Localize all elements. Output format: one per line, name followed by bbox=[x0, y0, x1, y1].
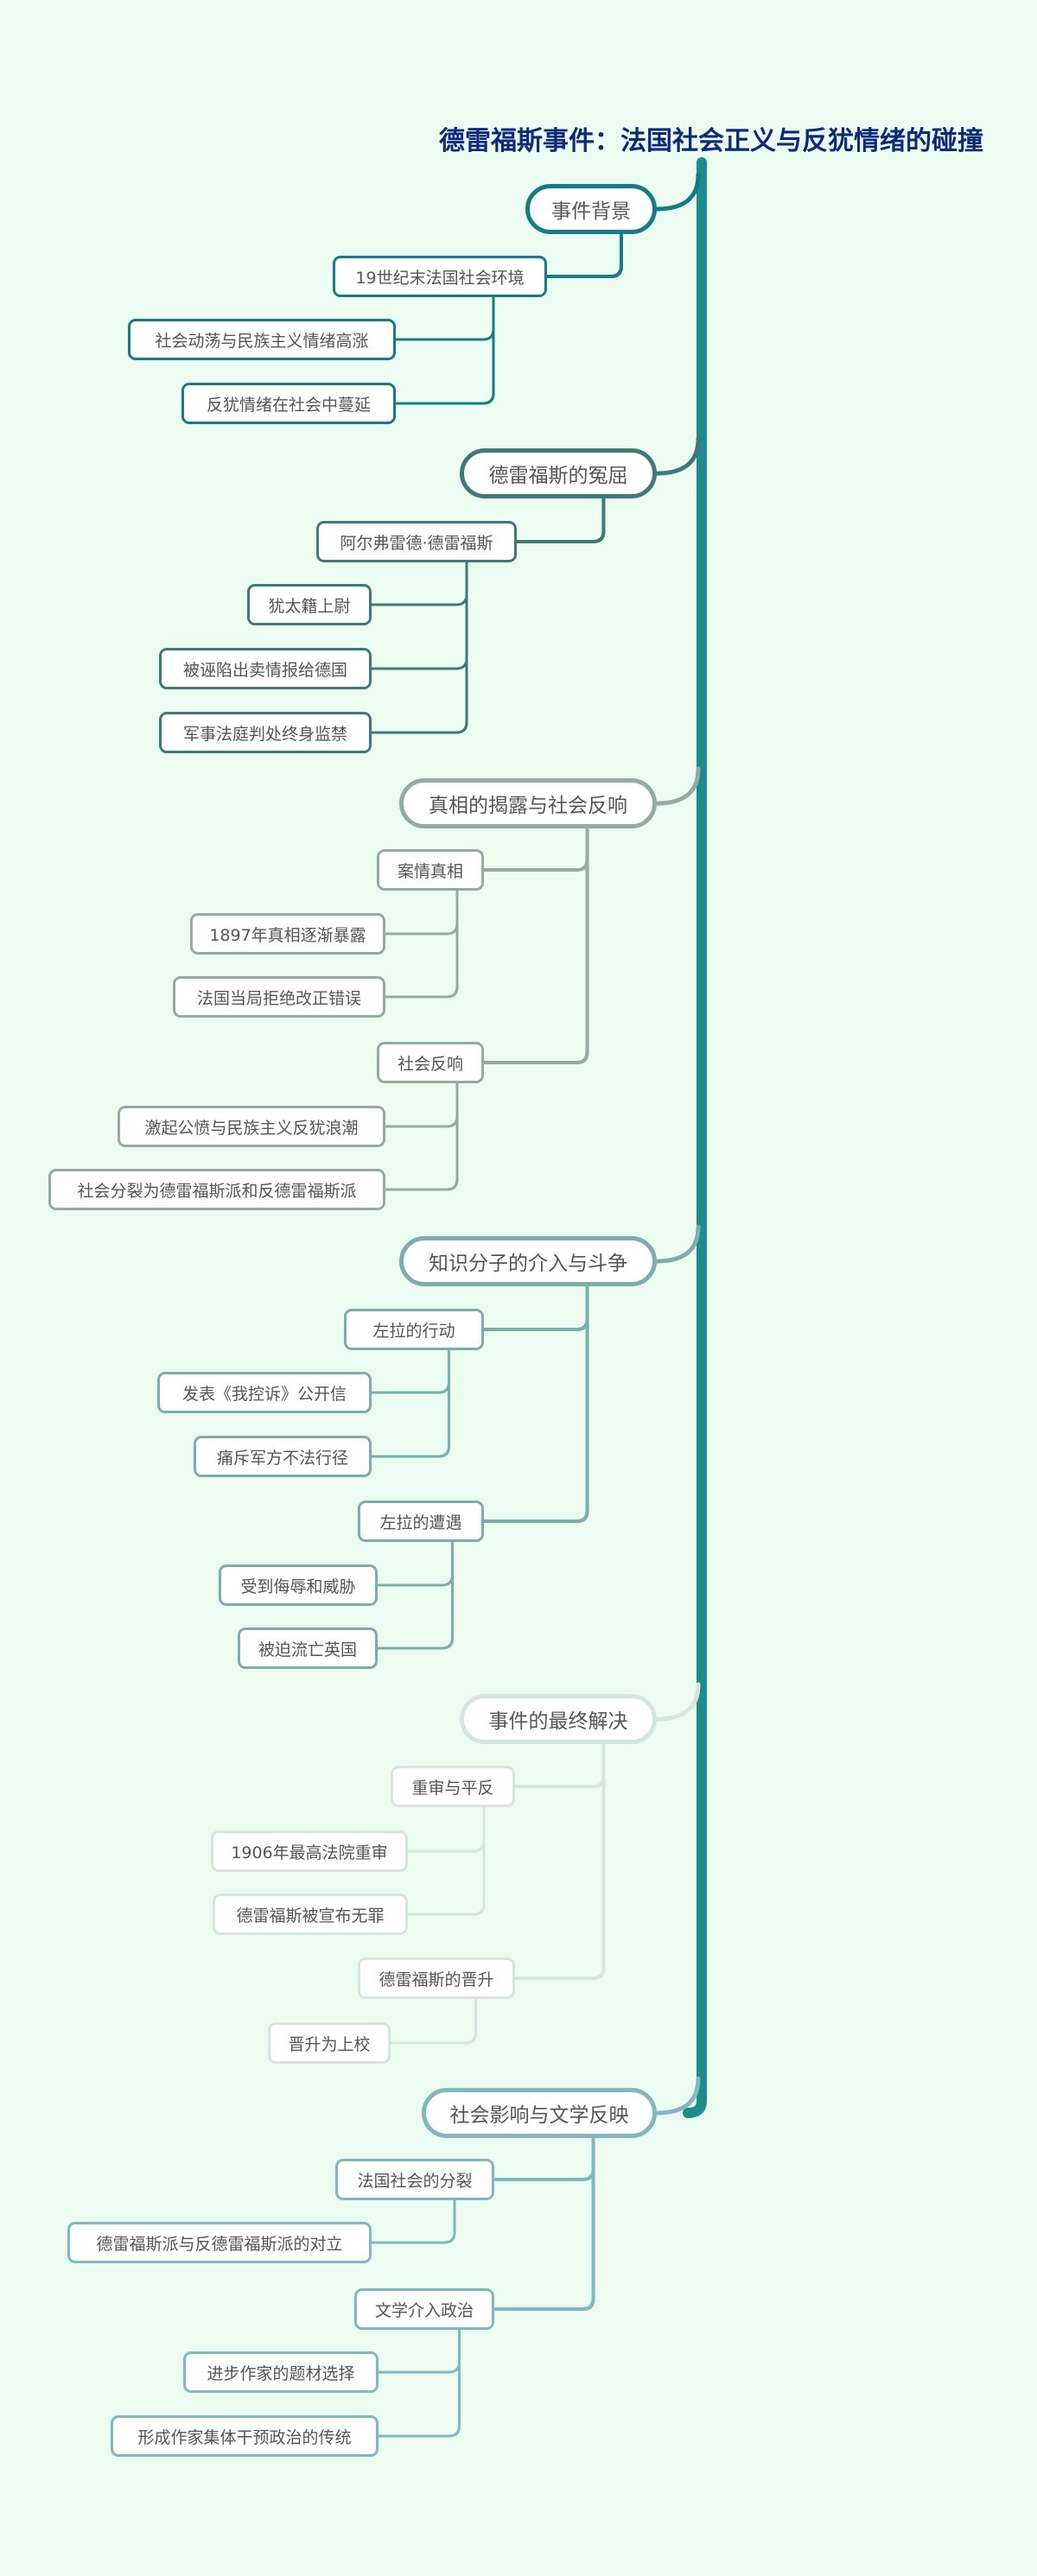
leaf-connector bbox=[384, 922, 459, 936]
sub-branch-connector bbox=[545, 264, 623, 278]
sub-branch-node[interactable]: 法国社会的分裂 bbox=[335, 2159, 494, 2200]
main-spine bbox=[683, 161, 707, 2118]
leaf-connector bbox=[384, 1114, 459, 1128]
leaf-connector bbox=[389, 2031, 477, 2045]
sub-branch-node[interactable]: 左拉的行动 bbox=[344, 1309, 484, 1350]
branch-connector bbox=[654, 2076, 701, 2116]
sub-branch-trunk bbox=[482, 1285, 589, 1523]
sub-branch-node[interactable]: 左拉的遭遇 bbox=[358, 1501, 484, 1542]
leaf-node[interactable]: 社会动荡与民族主义情绪高涨 bbox=[128, 319, 396, 360]
leaf-connector bbox=[370, 1444, 450, 1458]
leaf-node[interactable]: 军事法庭判处终身监禁 bbox=[159, 712, 372, 753]
branch-node[interactable]: 事件的最终解决 bbox=[460, 1694, 657, 1744]
leaf-connector bbox=[370, 720, 468, 734]
mind-map-title: 德雷福斯事件：法国社会正义与反犹情绪的碰撞 bbox=[439, 126, 983, 156]
branch-node[interactable]: 知识分子的介入与斗争 bbox=[399, 1236, 657, 1286]
sub-branch-trunk bbox=[493, 2136, 595, 2311]
sub-branch-connector bbox=[513, 1966, 606, 1980]
sub-branch-node[interactable]: 案情真相 bbox=[377, 849, 484, 891]
sub-branch-connector bbox=[482, 1509, 589, 1523]
leaf-node[interactable]: 犹太籍上尉 bbox=[247, 584, 372, 625]
leaf-connector bbox=[406, 1902, 486, 1916]
leaf-connector bbox=[406, 1839, 486, 1853]
leaf-stem bbox=[377, 2328, 461, 2438]
sub-branch-node[interactable]: 19世纪末法国社会环境 bbox=[333, 256, 547, 297]
leaf-node[interactable]: 德雷福斯派与反德雷福斯派的对立 bbox=[67, 2222, 372, 2263]
sub-branch-connector bbox=[513, 1774, 606, 1788]
sub-branch-node[interactable]: 重审与平反 bbox=[391, 1766, 515, 1807]
sub-branch-trunk bbox=[545, 232, 623, 278]
leaf-connector bbox=[370, 657, 468, 670]
sub-branch-connector bbox=[493, 2297, 595, 2311]
sub-branch-connector bbox=[482, 858, 589, 872]
leaf-node[interactable]: 1906年最高法院重审 bbox=[211, 1830, 408, 1872]
leaf-node[interactable]: 进步作家的题材选择 bbox=[183, 2351, 379, 2393]
sub-branch-node[interactable]: 社会反响 bbox=[377, 1042, 484, 1083]
leaf-connector bbox=[384, 1177, 459, 1191]
sub-branch-connector bbox=[482, 1050, 589, 1064]
branch-connector bbox=[654, 172, 701, 212]
leaf-node[interactable]: 德雷福斯被宣布无罪 bbox=[213, 1894, 408, 1935]
branch-connector bbox=[654, 766, 701, 806]
leaf-stem bbox=[406, 1805, 486, 1916]
leaf-connector bbox=[370, 2230, 456, 2244]
leaf-stem bbox=[389, 1997, 477, 2045]
sub-branch-node[interactable]: 阿尔弗雷德·德雷福斯 bbox=[316, 521, 517, 562]
sub-branch-node[interactable]: 文学介入政治 bbox=[354, 2288, 494, 2330]
branch-node[interactable]: 德雷福斯的冤屈 bbox=[460, 448, 657, 498]
sub-branch-node[interactable]: 德雷福斯的晋升 bbox=[358, 1957, 515, 1999]
sub-branch-connector bbox=[482, 1317, 589, 1331]
sub-branch-connector bbox=[515, 530, 606, 543]
leaf-stem bbox=[384, 889, 459, 999]
leaf-node[interactable]: 社会分裂为德雷福斯派和反德雷福斯派 bbox=[48, 1169, 385, 1210]
leaf-stem bbox=[370, 2198, 456, 2244]
branch-node[interactable]: 事件背景 bbox=[525, 184, 657, 234]
leaf-node[interactable]: 法国当局拒绝改正错误 bbox=[173, 976, 385, 1018]
leaf-connector bbox=[370, 1380, 450, 1394]
leaf-node[interactable]: 被迫流亡英国 bbox=[238, 1627, 378, 1669]
leaf-connector bbox=[370, 593, 468, 606]
leaf-node[interactable]: 发表《我控诉》公开信 bbox=[157, 1372, 372, 1413]
leaf-node[interactable]: 被诬陷出卖情报给德国 bbox=[159, 648, 372, 689]
leaf-connector bbox=[376, 1636, 454, 1650]
leaf-node[interactable]: 激起公愤与民族主义反犹浪潮 bbox=[118, 1106, 385, 1147]
sub-branch-trunk bbox=[513, 1742, 606, 1980]
branch-node[interactable]: 真相的揭露与社会反响 bbox=[399, 778, 657, 828]
leaf-node[interactable]: 1897年真相逐渐暴露 bbox=[190, 913, 385, 955]
leaf-node[interactable]: 反犹情绪在社会中蔓延 bbox=[181, 383, 396, 424]
leaf-connector bbox=[376, 1573, 454, 1587]
branch-connector bbox=[654, 1224, 701, 1264]
branch-connector bbox=[654, 1682, 701, 1722]
leaf-stem bbox=[384, 1082, 459, 1191]
leaf-connector bbox=[384, 985, 459, 999]
leaf-node[interactable]: 受到侮辱和威胁 bbox=[219, 1564, 378, 1606]
leaf-stem bbox=[370, 1348, 450, 1458]
sub-branch-connector bbox=[493, 2167, 595, 2181]
leaf-node[interactable]: 痛斥军方不法行径 bbox=[194, 1436, 372, 1477]
leaf-connector bbox=[394, 327, 495, 341]
sub-branch-trunk bbox=[515, 497, 606, 543]
leaf-node[interactable]: 形成作家集体干预政治的传统 bbox=[111, 2415, 379, 2457]
leaf-node[interactable]: 晋升为上校 bbox=[268, 2022, 391, 2064]
leaf-stem bbox=[376, 1540, 454, 1650]
branch-node[interactable]: 社会影响与文学反映 bbox=[422, 2088, 657, 2138]
leaf-connector bbox=[377, 2424, 461, 2438]
sub-branch-trunk bbox=[482, 827, 589, 1064]
leaf-stem bbox=[370, 561, 468, 734]
leaf-connector bbox=[377, 2360, 461, 2374]
leaf-stem bbox=[394, 295, 495, 405]
branch-connector bbox=[654, 436, 701, 476]
leaf-connector bbox=[394, 391, 495, 405]
